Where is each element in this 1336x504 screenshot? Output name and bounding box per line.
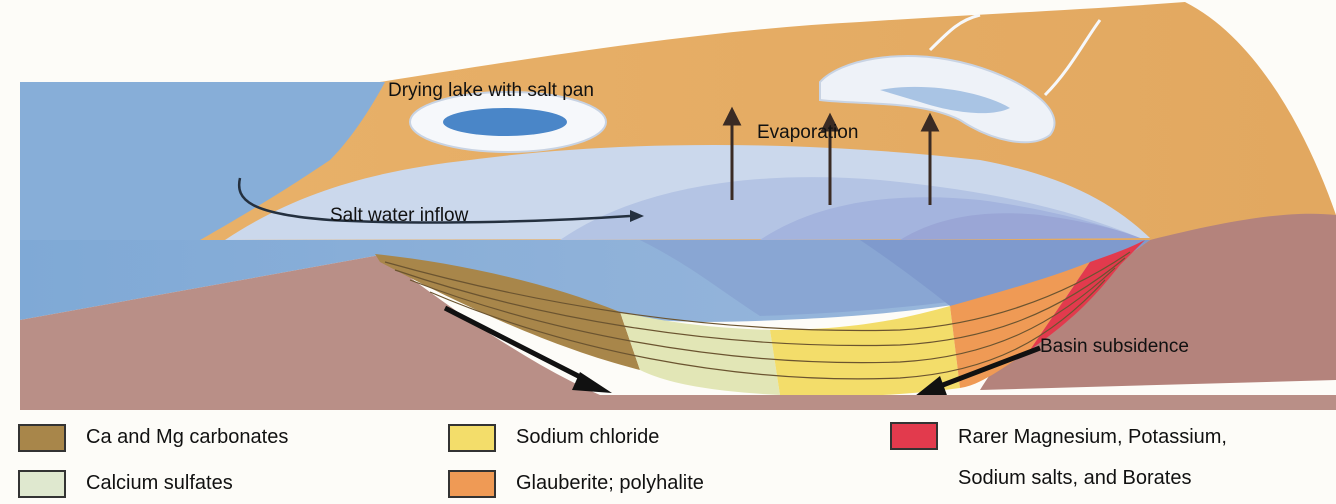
legend-swatch [18, 424, 66, 452]
legend-label: Sodium chloride [516, 422, 659, 453]
legend-swatch [890, 422, 938, 450]
legend-item-sulfates: Calcium sulfates [18, 468, 233, 499]
label-basin-subsidence: Basin subsidence [1040, 336, 1189, 358]
legend-item-glauberite: Glauberite; polyhalite [448, 468, 704, 499]
legend-swatch [448, 470, 496, 498]
legend-item-sodium-chloride: Sodium chloride [448, 422, 659, 453]
legend-swatch [18, 470, 66, 498]
label-evaporation: Evaporation [757, 122, 858, 144]
legend-label-line2: Sodium salts, and Borates [958, 463, 1227, 494]
legend-label: Ca and Mg carbonates [86, 422, 288, 453]
label-salt-water-inflow: Salt water inflow [330, 205, 468, 227]
halite-layer [770, 306, 960, 396]
sulfate-layer [620, 312, 780, 395]
legend-item-carbonates: Ca and Mg carbonates [18, 422, 288, 453]
lake-water [443, 108, 567, 136]
label-drying-lake: Drying lake with salt pan [388, 80, 594, 102]
legend: Ca and Mg carbonates Calcium sulfates So… [0, 410, 1336, 504]
legend-label: Glauberite; polyhalite [516, 468, 704, 499]
legend-label: Calcium sulfates [86, 468, 233, 499]
legend-swatch [448, 424, 496, 452]
legend-label: Rarer Magnesium, Potassium, [958, 422, 1227, 453]
legend-item-rare-salts: Rarer Magnesium, Potassium, Sodium salts… [890, 422, 1227, 494]
